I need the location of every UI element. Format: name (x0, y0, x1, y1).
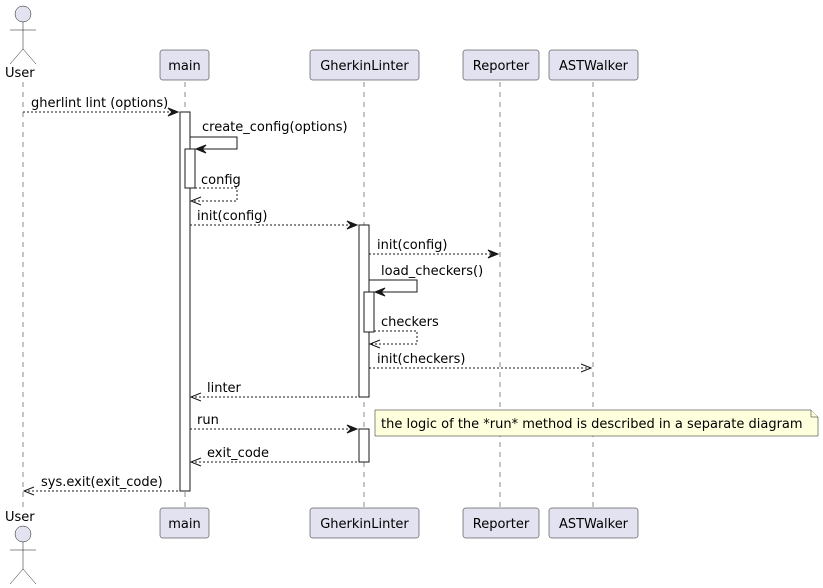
message-create-config-label: create_config(options) (202, 120, 348, 135)
message-checkers-return: checkers (368, 315, 439, 349)
message-init-checkers-label: init(checkers) (377, 352, 465, 367)
actor-user-top: User (5, 5, 37, 81)
message-sys-exit-label: sys.exit(exit_code) (41, 475, 163, 490)
participant-main-bottom: main (159, 507, 210, 539)
note-run-method-text: the logic of the *run* method is describ… (381, 417, 803, 432)
participant-astwalker-bottom-label: ASTWalker (559, 517, 629, 532)
message-create-config: create_config(options) (190, 120, 348, 154)
message-init-config-linter: init(config) (190, 209, 359, 230)
activation-linter-nested (363, 291, 375, 333)
message-load-checkers-label: load_checkers() (381, 264, 483, 279)
message-gherlint-lint-label: gherlint lint (options) (31, 96, 168, 111)
message-init-config-linter-label: init(config) (197, 209, 267, 224)
actor-user-top-label: User (5, 66, 35, 81)
activation-linter-run (358, 428, 370, 463)
participant-gherkinlinter-bottom-label: GherkinLinter (320, 517, 409, 532)
participant-reporter-bottom: Reporter (462, 507, 540, 539)
participant-reporter-bottom-label: Reporter (473, 517, 530, 532)
participant-astwalker-top-label: ASTWalker (559, 59, 629, 74)
participant-reporter-top: Reporter (462, 49, 540, 81)
message-load-checkers: load_checkers() (369, 264, 483, 297)
message-run: run (190, 413, 359, 434)
note-run-method: the logic of the *run* method is describ… (374, 409, 819, 437)
activation-main-nested (184, 148, 196, 189)
participant-astwalker-bottom: ASTWalker (548, 507, 639, 539)
participant-main-top: main (159, 49, 210, 81)
participant-reporter-top-label: Reporter (473, 59, 530, 74)
message-linter-return-label: linter (207, 381, 242, 396)
message-config-return: config (189, 173, 241, 206)
message-exit-code: exit_code (189, 446, 359, 467)
message-run-label: run (197, 413, 219, 428)
actor-user-bottom: User (5, 510, 37, 585)
message-sys-exit: sys.exit(exit_code) (22, 475, 180, 496)
participant-astwalker-top: ASTWalker (548, 49, 639, 81)
message-config-return-label: config (201, 173, 241, 188)
message-checkers-return-label: checkers (381, 315, 439, 330)
actor-user-bottom-label: User (5, 510, 35, 525)
message-gherlint-lint: gherlint lint (options) (23, 96, 180, 117)
activation-main (179, 111, 191, 492)
message-linter-return: linter (189, 381, 359, 402)
participant-gherkinlinter-bottom: GherkinLinter (309, 507, 420, 539)
participant-main-bottom-label: main (168, 517, 200, 532)
participant-main-top-label: main (168, 59, 200, 74)
message-exit-code-label: exit_code (207, 446, 269, 461)
message-init-checkers: init(checkers) (369, 352, 593, 373)
message-init-config-reporter-label: init(config) (377, 238, 447, 253)
participant-gherkinlinter-top: GherkinLinter (309, 49, 420, 81)
participant-gherkinlinter-top-label: GherkinLinter (320, 59, 409, 74)
message-init-config-reporter: init(config) (369, 238, 500, 259)
